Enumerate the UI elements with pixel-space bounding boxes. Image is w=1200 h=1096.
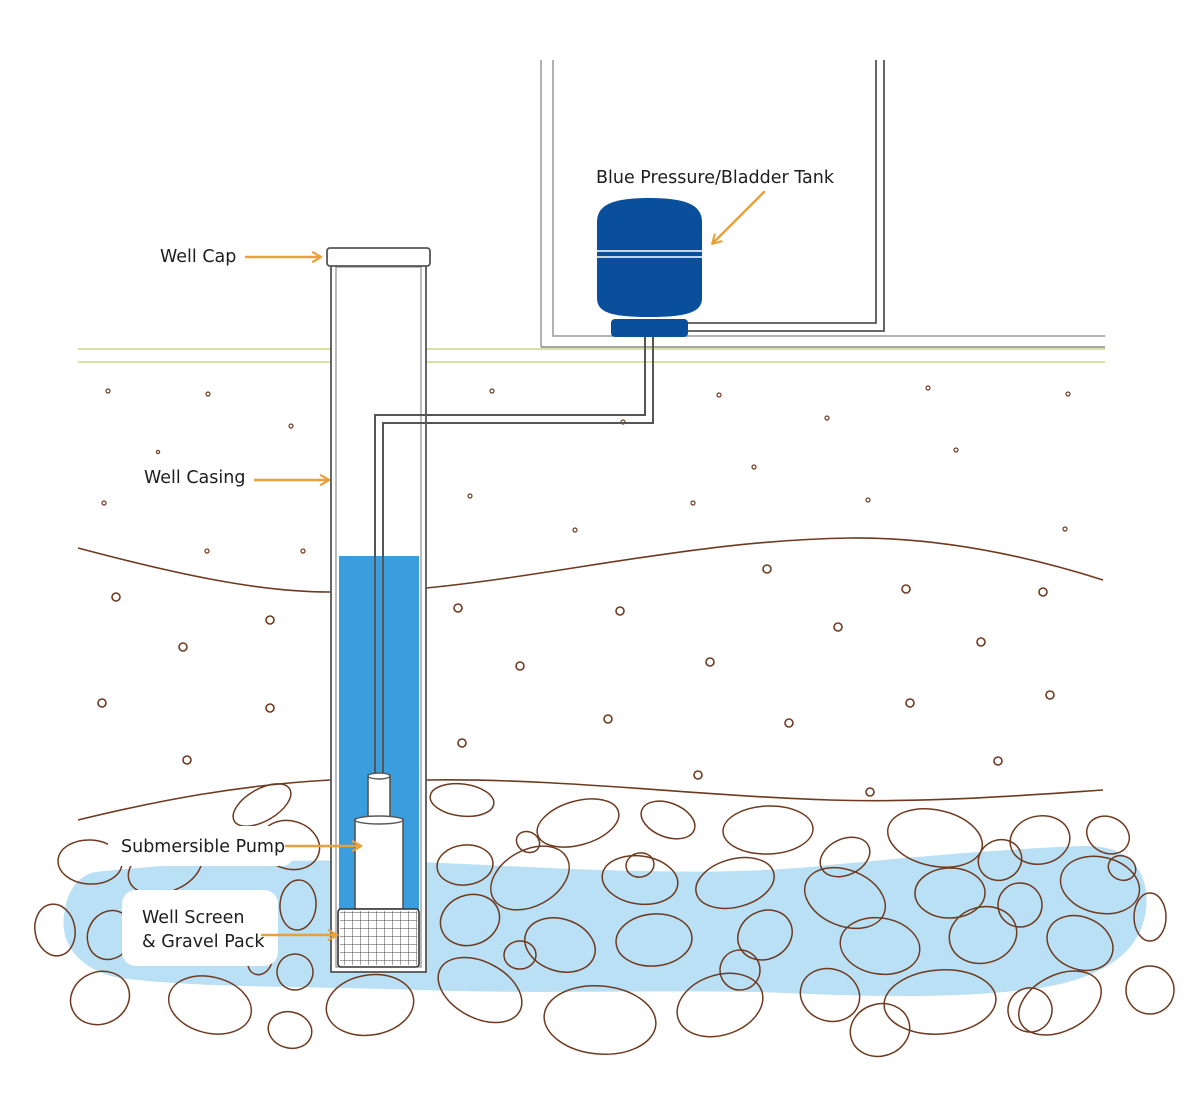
house-plumbing [686,60,885,332]
ground-surface [78,348,1105,363]
soil-layer-boundary-lower [77,779,1104,821]
well-casing [330,261,427,973]
pump-label-background [108,826,294,866]
pressure-tank-icon [597,198,702,337]
tank-label: Blue Pressure/Bladder Tank [596,168,835,188]
well-cap [326,247,431,267]
soil-particles [97,385,1071,797]
screen-label-line1: Well Screen [142,908,245,928]
tank-arrow-icon [711,190,766,245]
screen-label-line2: & Gravel Pack [142,932,265,952]
water-pipe [374,337,654,775]
well-cap-label: Well Cap [160,247,236,267]
well-casing-label: Well Casing [144,468,245,488]
house-outline [540,60,1105,348]
pump-label: Submersible Pump [121,837,285,857]
soil-layer-boundary-upper [77,537,1104,593]
screen-label-background [122,890,278,966]
well-screen-icon [337,908,420,968]
